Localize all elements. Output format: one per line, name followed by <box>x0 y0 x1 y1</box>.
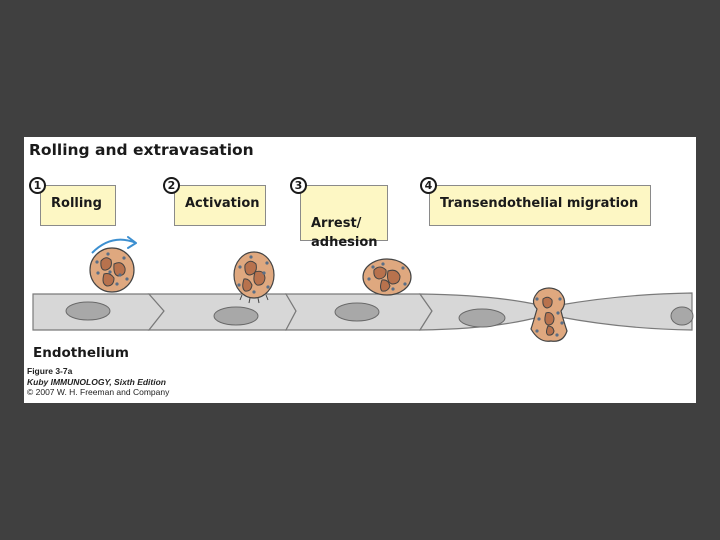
figure-credit: Figure 3-7a Kuby IMMUNOLOGY, Sixth Editi… <box>27 366 169 398</box>
endothelium-layer <box>33 293 693 330</box>
copyright-line: © 2007 W. H. Freeman and Company <box>27 387 169 398</box>
step-arrest-box: Arrest/ adhesion <box>300 185 388 241</box>
leukocyte-adhesion <box>363 259 411 295</box>
step-activation-label: Activation <box>185 196 260 211</box>
endothelial-nucleus <box>66 302 110 320</box>
step-3-number: 3 <box>290 177 307 194</box>
step-activation-box: Activation <box>174 185 266 226</box>
step-rolling-label: Rolling <box>51 196 102 211</box>
step-rolling-box: Rolling <box>40 185 116 226</box>
leukocyte-rolling <box>90 248 134 292</box>
figure-panel: Rolling and extravasation <box>24 137 696 403</box>
endothelial-nucleus <box>214 307 258 325</box>
endothelium-label: Endothelium <box>33 345 129 361</box>
endothelial-nucleus <box>335 303 379 321</box>
step-arrest-label: Arrest/ adhesion <box>311 216 378 250</box>
extravasation-illustration <box>24 137 696 403</box>
step-1-number: 1 <box>29 177 46 194</box>
endothelial-nucleus <box>671 307 693 325</box>
figure-number: Figure 3-7a <box>27 366 169 377</box>
leukocyte-migrating <box>531 288 567 341</box>
step-migration-box: Transendothelial migration <box>429 185 651 226</box>
book-title: Kuby IMMUNOLOGY, Sixth Edition <box>27 377 169 388</box>
step-migration-label: Transendothelial migration <box>440 196 638 211</box>
step-2-number: 2 <box>163 177 180 194</box>
endothelial-nucleus <box>459 309 505 327</box>
step-4-number: 4 <box>420 177 437 194</box>
